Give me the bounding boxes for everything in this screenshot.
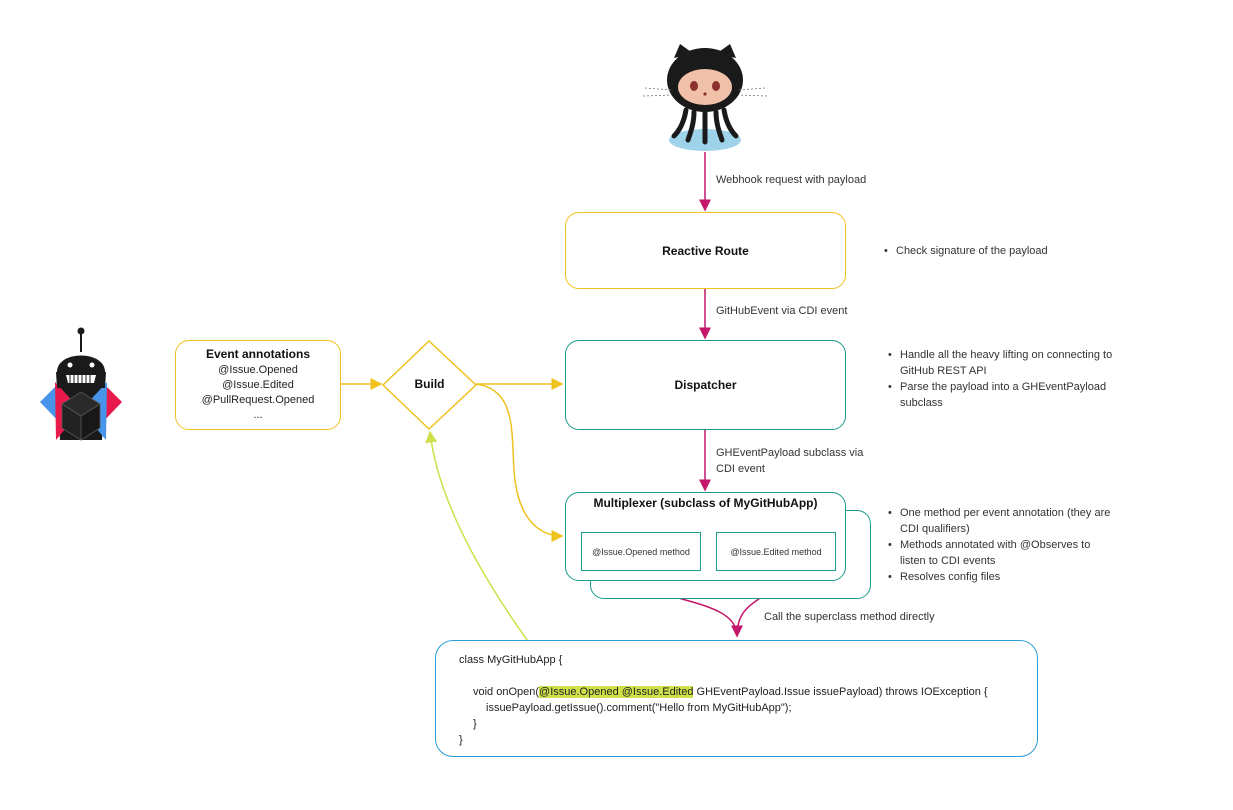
code-box: class MyGitHubApp { void onOpen(@Issue.O… (435, 640, 1038, 757)
route-notes: Check signature of the payload (880, 243, 1048, 259)
note-line: One method per event annotation (they ar… (900, 507, 1111, 519)
note-item: Handle all the heavy lifting on connecti… (884, 347, 1112, 379)
note-item: Parse the payload into a GHEventPayload … (884, 379, 1112, 411)
superclass-label: Call the superclass method directly (764, 611, 935, 623)
note-line: CDI qualifiers) (900, 523, 970, 535)
code-line-4: } (473, 718, 477, 730)
code-line-2-suffix: GHEventPayload.Issue issuePayload) throw… (693, 686, 988, 698)
octocat-icon (642, 44, 768, 151)
note-line: GitHub REST API (900, 365, 987, 377)
annotation-item: ... (253, 409, 263, 421)
code-line-5: } (459, 734, 463, 746)
quarkus-robot-icon (40, 327, 122, 441)
note-line: subclass (900, 397, 943, 409)
code-line-3: issuePayload.getIssue().comment("Hello f… (486, 702, 792, 714)
code-annotation-highlight: @Issue.Opened @Issue.Edited (539, 686, 694, 698)
event-annotations-list: @Issue.Opened @Issue.Edited @PullRequest… (176, 363, 340, 423)
note-line: listen to CDI events (900, 555, 996, 567)
dispatcher-title: Dispatcher (674, 378, 737, 392)
build-diamond-shape (381, 339, 478, 431)
code-line-1: class MyGitHubApp { (459, 654, 563, 666)
note-item: Resolves config files (884, 569, 1110, 585)
note-line: Handle all the heavy lifting on connecti… (900, 349, 1113, 361)
event-annotations-title: Event annotations (205, 347, 310, 361)
reactive-route-box: Reactive Route (565, 212, 846, 289)
annotation-item: @Issue.Opened (218, 364, 298, 376)
code-line-2-prefix: void onOpen( (473, 686, 540, 698)
multiplexer-notes: One method per event annotation (they ar… (884, 505, 1110, 585)
multiplexer-title: Multiplexer (subclass of MyGitHubApp) (593, 496, 818, 510)
payload-label-line-2: CDI event (716, 463, 765, 475)
arrow-build-to-multiplexer (475, 383, 564, 542)
note-item: One method per event annotation (they ar… (884, 505, 1110, 537)
dispatcher-box: Dispatcher (565, 340, 846, 430)
note-item: Check signature of the payload (880, 243, 1048, 259)
method-edited-box: @Issue.Edited method (716, 532, 836, 571)
event-annotations-box: Event annotations @Issue.Opened @Issue.E… (175, 340, 341, 430)
payload-label-line-1: GHEventPayload subclass via (716, 447, 864, 459)
build-label: Build (414, 377, 445, 391)
note-line: Methods annotated with @Observes to (900, 539, 1091, 551)
webhook-label: Webhook request with payload (716, 174, 867, 186)
multiplexer-box: Multiplexer (subclass of MyGitHubApp) @I… (565, 492, 846, 581)
dispatcher-notes: Handle all the heavy lifting on connecti… (884, 347, 1112, 411)
annotation-item: @Issue.Edited (222, 379, 294, 391)
note-item: Methods annotated with @Observes to list… (884, 537, 1110, 569)
code-line-2: void onOpen(@Issue.Opened @Issue.Edited … (473, 684, 988, 700)
annotation-item: @PullRequest.Opened (201, 394, 315, 406)
note-line: Parse the payload into a GHEventPayload (900, 381, 1107, 393)
note-line: Resolves config files (900, 571, 1001, 583)
reactive-route-title: Reactive Route (662, 243, 749, 258)
method-opened-box: @Issue.Opened method (581, 532, 701, 571)
github-event-label: GitHubEvent via CDI event (716, 305, 848, 317)
